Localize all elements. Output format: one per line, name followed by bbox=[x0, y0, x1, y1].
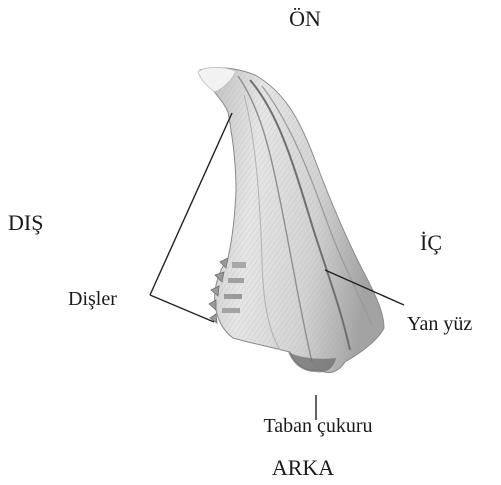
specimen-texture bbox=[200, 68, 384, 373]
basal-pit-label: Taban çukuru bbox=[263, 415, 372, 437]
side-surface-label: Yan yüz bbox=[407, 313, 472, 335]
teeth-label: Dişler bbox=[68, 288, 117, 310]
teeth-leader-upper bbox=[150, 113, 232, 295]
inner-label: İÇ bbox=[420, 230, 442, 255]
front-label: ÖN bbox=[289, 6, 321, 31]
teeth-leader-lower bbox=[150, 295, 214, 322]
outer-label: DIŞ bbox=[8, 210, 43, 235]
back-label: ARKA bbox=[272, 455, 334, 480]
conodont-specimen bbox=[198, 67, 384, 372]
